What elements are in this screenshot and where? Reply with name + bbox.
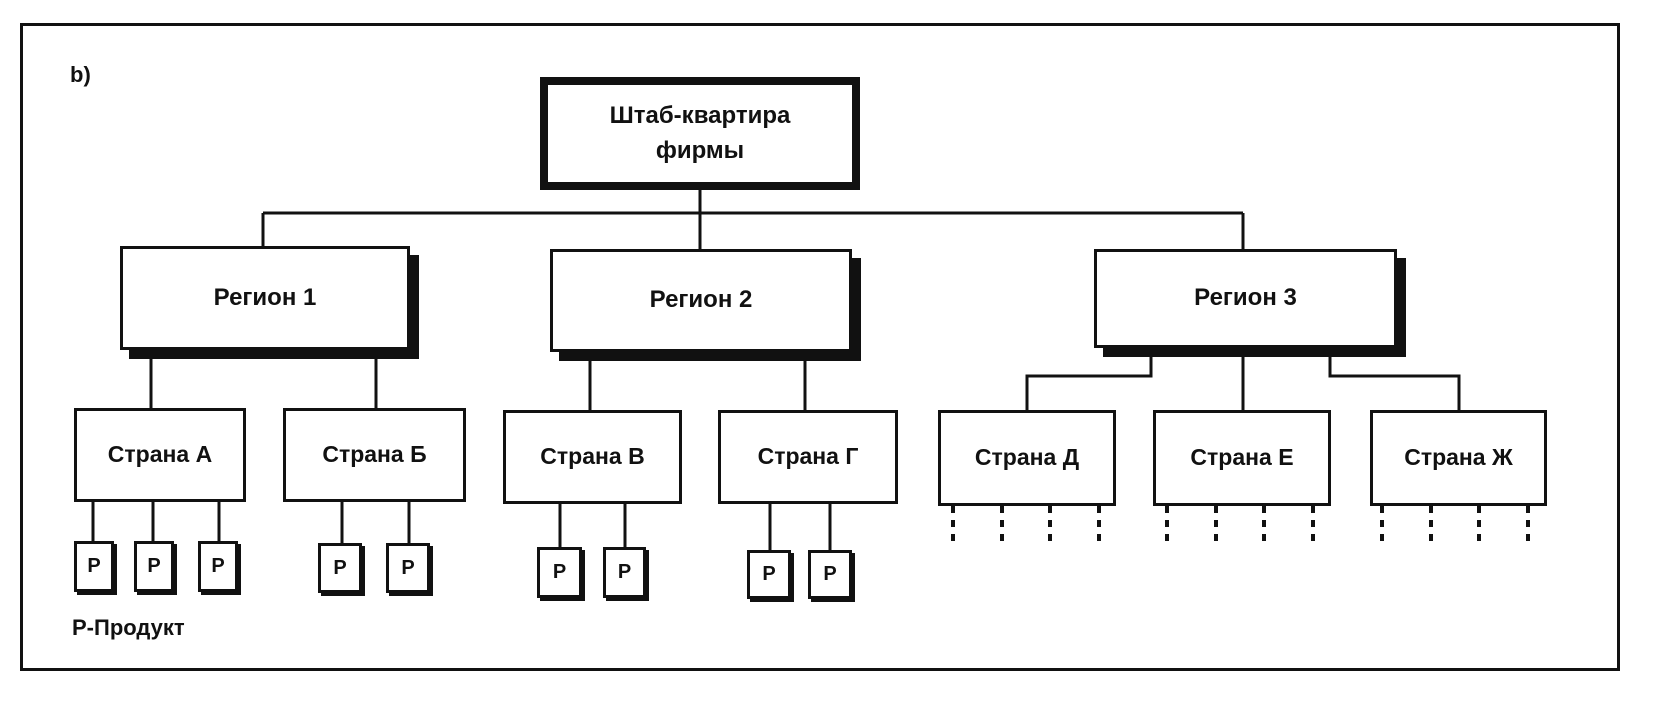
product-box: P xyxy=(318,543,362,593)
country-d-label: Страна Д xyxy=(974,444,1080,471)
product-box: P xyxy=(603,547,646,598)
country-a-box: Страна А xyxy=(74,408,246,502)
region-1-box: Регион 1 xyxy=(120,246,410,350)
product-box: P xyxy=(537,547,582,598)
product-box: P xyxy=(808,550,852,599)
country-zh-label: Страна Ж xyxy=(1404,444,1513,471)
region-2-box: Регион 2 xyxy=(550,249,852,352)
headquarters-label: Штаб-квартира фирмы xyxy=(609,101,791,164)
country-zh-connector xyxy=(1328,348,1461,410)
product-legend: Р-Продукт xyxy=(72,615,185,640)
dashed-children xyxy=(951,506,1530,548)
figure-label: b) xyxy=(70,62,91,87)
region-1-label: Регион 1 xyxy=(213,283,317,311)
country-b-label: Страна Б xyxy=(322,441,427,468)
product-box: P xyxy=(386,543,430,593)
country-e-box: Страна Е xyxy=(1153,410,1331,506)
country-v-box: Страна В xyxy=(503,410,682,504)
country-v-label: Страна В xyxy=(540,443,645,470)
country-g-label: Страна Г xyxy=(757,443,859,470)
diagram-frame xyxy=(20,23,1620,671)
country-g-box: Страна Г xyxy=(718,410,898,504)
product-box: P xyxy=(74,541,114,592)
country-e-label: Страна Е xyxy=(1190,444,1294,471)
country-zh-box: Страна Ж xyxy=(1370,410,1547,506)
product-box: P xyxy=(198,541,238,592)
region-2-label: Регион 2 xyxy=(649,286,753,314)
region-3-box: Регион 3 xyxy=(1094,249,1397,348)
region-3-label: Регион 3 xyxy=(1194,284,1297,312)
product-box: P xyxy=(134,541,174,592)
headquarters-box: Штаб-квартира фирмы xyxy=(540,77,860,190)
country-a-label: Страна А xyxy=(107,441,213,468)
product-box: P xyxy=(747,550,791,599)
country-d-connector xyxy=(1025,348,1153,410)
country-d-box: Страна Д xyxy=(938,410,1116,506)
country-b-box: Страна Б xyxy=(283,408,466,502)
